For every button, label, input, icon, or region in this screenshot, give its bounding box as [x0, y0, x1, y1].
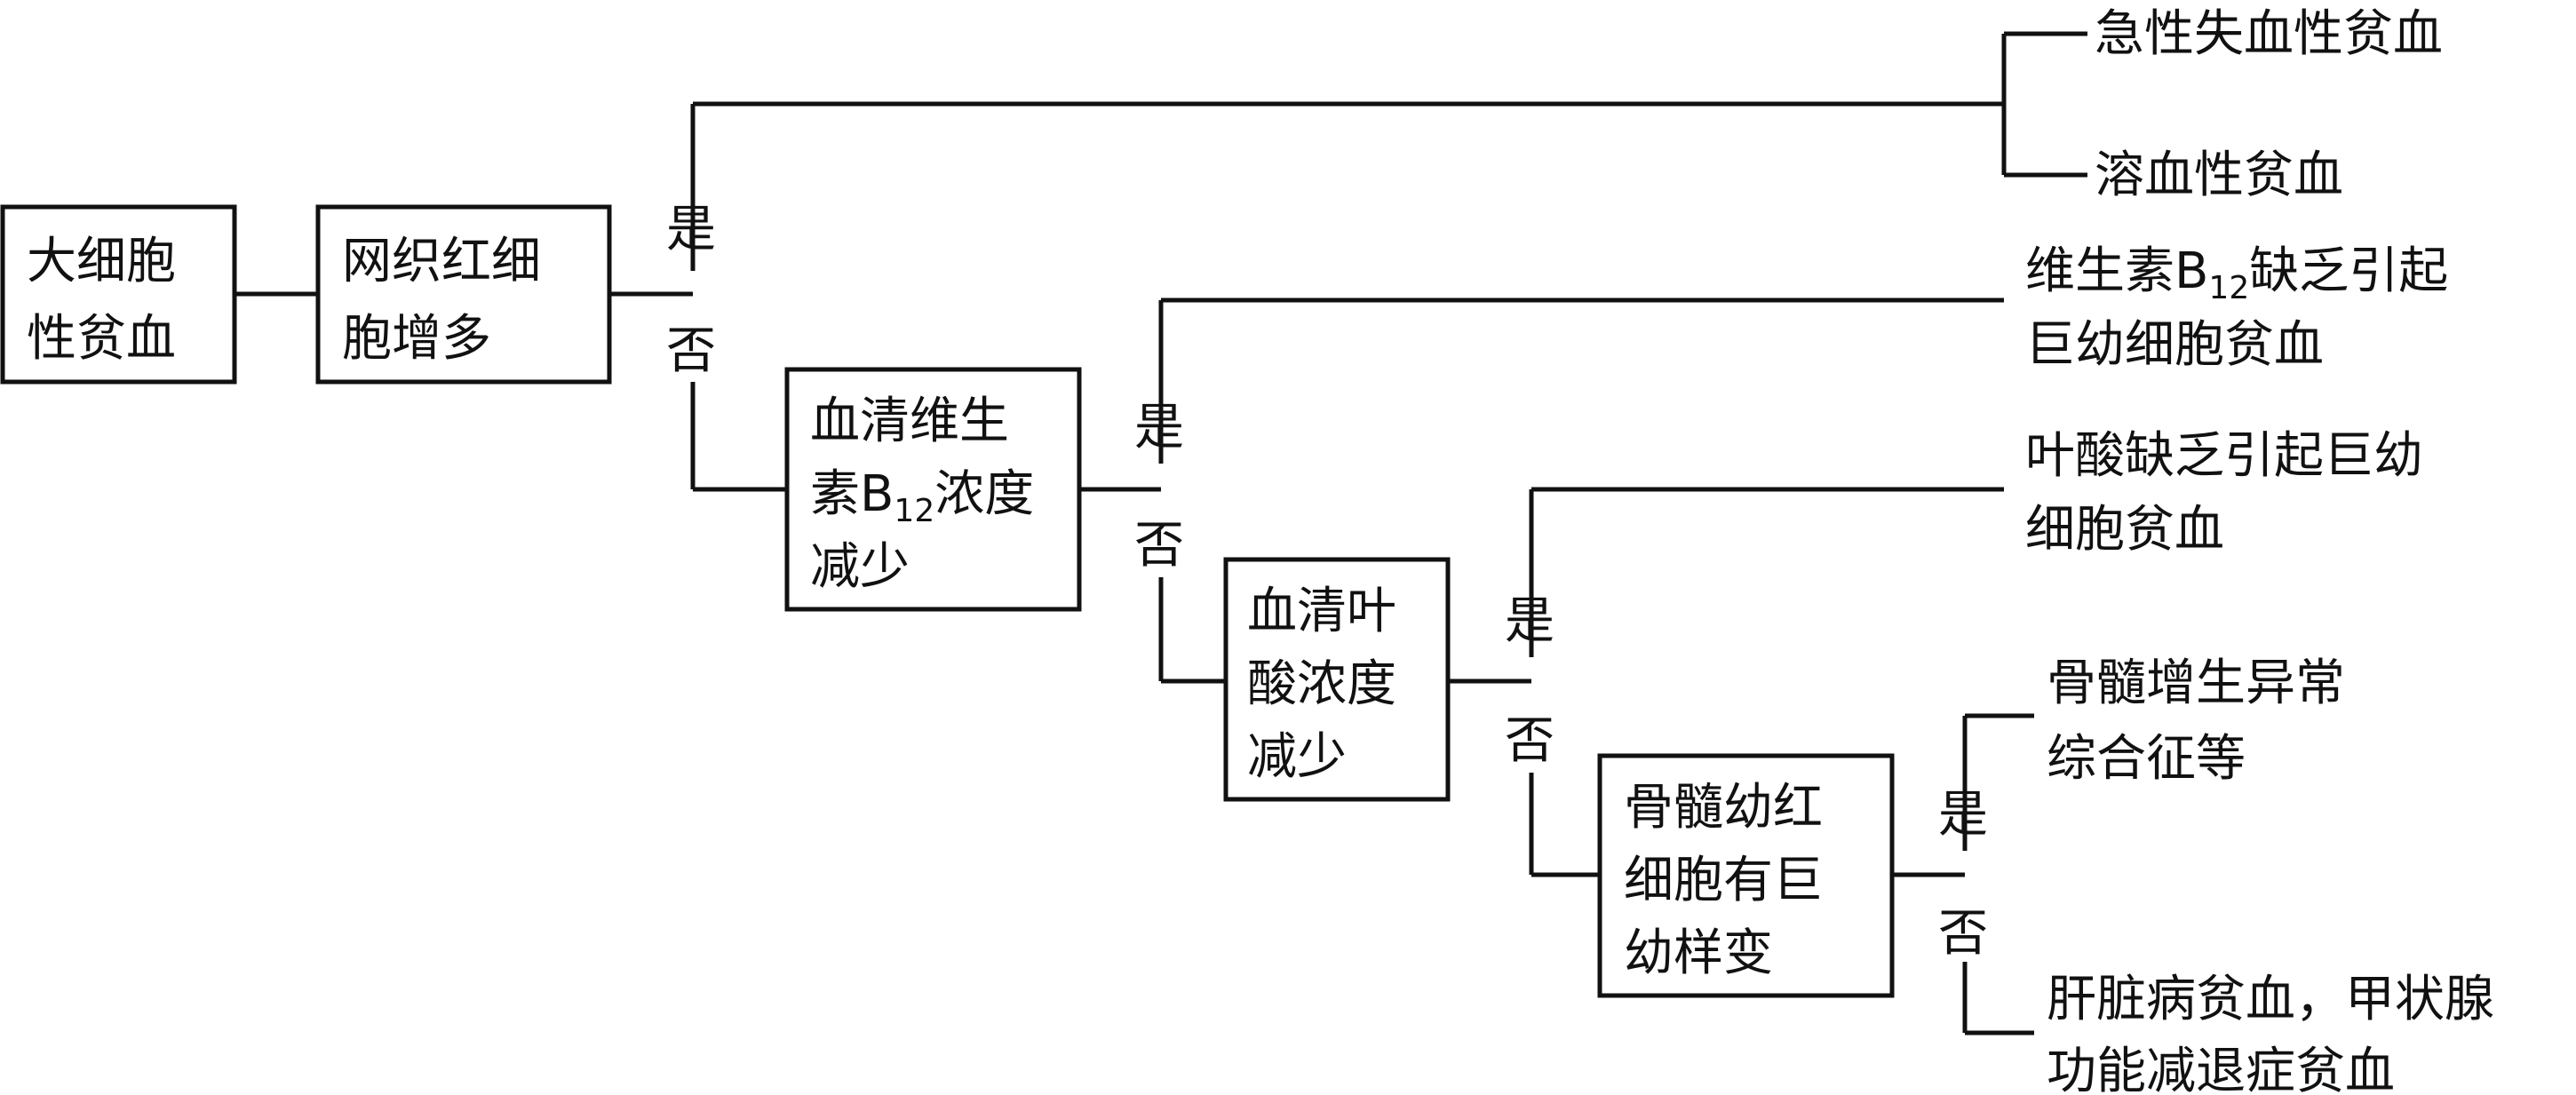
node-line: 细胞有巨 [1624, 852, 1823, 909]
yes-label: 是 [1505, 592, 1554, 650]
node-line: 减少 [1247, 728, 1347, 786]
node-line: 素B12浓度 [810, 465, 1034, 529]
node-box [1597, 753, 1895, 998]
outcome-liver-thyroid-anemia: 肝脏病贫血，甲状腺 功能减退症贫血 [2047, 971, 2494, 1095]
node-line: 骨髓幼红 [1624, 779, 1823, 837]
node-line: 血清维生 [810, 393, 1009, 450]
no-label: 否 [1134, 517, 1184, 575]
node-line: 血清叶 [1247, 583, 1396, 640]
outcome-folate-deficiency: 叶酸缺乏引起巨幼 细胞贫血 [2025, 427, 2423, 559]
connectors [235, 31, 2087, 1035]
subscript-text: 12 [2208, 270, 2249, 306]
node-box [1223, 557, 1451, 802]
outcomes: 急性失血性贫血 溶血性贫血 维生素B12缺乏引起 巨幼细胞贫血 叶酸缺乏引起巨幼… [2025, 5, 2494, 1095]
no-label: 否 [1938, 905, 1988, 963]
node-line: 网织红细 [342, 233, 541, 290]
yes-label: 是 [1938, 786, 1988, 844]
node-line: 酸浓度 [1247, 655, 1396, 713]
subscript-text: 12 [894, 493, 934, 529]
node-macrocytic-anemia: 大细胞 性贫血 [0, 204, 237, 385]
node-box [784, 367, 1082, 612]
branch-labels: 是 否 是 否 是 否 是 否 [666, 201, 1988, 963]
outcome-line: 功能减退症贫血 [2047, 1043, 2395, 1095]
outcome-line: 叶酸缺乏引起巨幼 [2025, 427, 2423, 485]
outcome-b12-deficiency: 维生素B12缺乏引起 巨幼细胞贫血 [2025, 242, 2448, 374]
node-text: 素B [810, 465, 894, 523]
outcome-line: 综合征等 [2047, 730, 2246, 788]
outcome-text: 缺乏引起 [2249, 242, 2448, 300]
outcome-acute-blood-loss-anemia: 急性失血性贫血 [2095, 5, 2443, 63]
node-marrow-megaloblastic: 骨髓幼红 细胞有巨 幼样变 [1597, 753, 1895, 998]
node-serum-folate-decreased: 血清叶 酸浓度 减少 [1223, 557, 1451, 802]
node-line: 幼样变 [1624, 924, 1773, 982]
node-line: 减少 [810, 538, 910, 596]
yes-label: 是 [666, 201, 716, 258]
node-text: 浓度 [934, 465, 1034, 523]
outcome-text: 维生素B [2025, 242, 2208, 300]
node-reticulocytes-increased: 网织红细 胞增多 [315, 204, 612, 385]
node-box [315, 204, 612, 385]
node-serum-b12-decreased: 血清维生 素B12浓度 减少 [784, 367, 1082, 612]
outcome-line: 骨髓增生异常 [2047, 655, 2345, 712]
node-line: 胞增多 [342, 310, 491, 368]
no-label: 否 [666, 322, 716, 380]
outcome-line: 肝脏病贫血，甲状腺 [2047, 971, 2494, 1028]
outcome-hemolytic-anemia: 溶血性贫血 [2095, 147, 2343, 204]
node-line: 性贫血 [27, 310, 176, 368]
outcome-line: 巨幼细胞贫血 [2025, 316, 2324, 374]
yes-label: 是 [1134, 399, 1184, 456]
no-label: 否 [1505, 712, 1554, 770]
node-box [0, 204, 237, 385]
outcome-myelodysplastic-syndrome: 骨髓增生异常 综合征等 [2047, 655, 2345, 788]
outcome-line: 维生素B12缺乏引起 [2025, 242, 2448, 306]
node-line: 大细胞 [27, 233, 176, 290]
outcome-line: 细胞贫血 [2025, 501, 2224, 559]
